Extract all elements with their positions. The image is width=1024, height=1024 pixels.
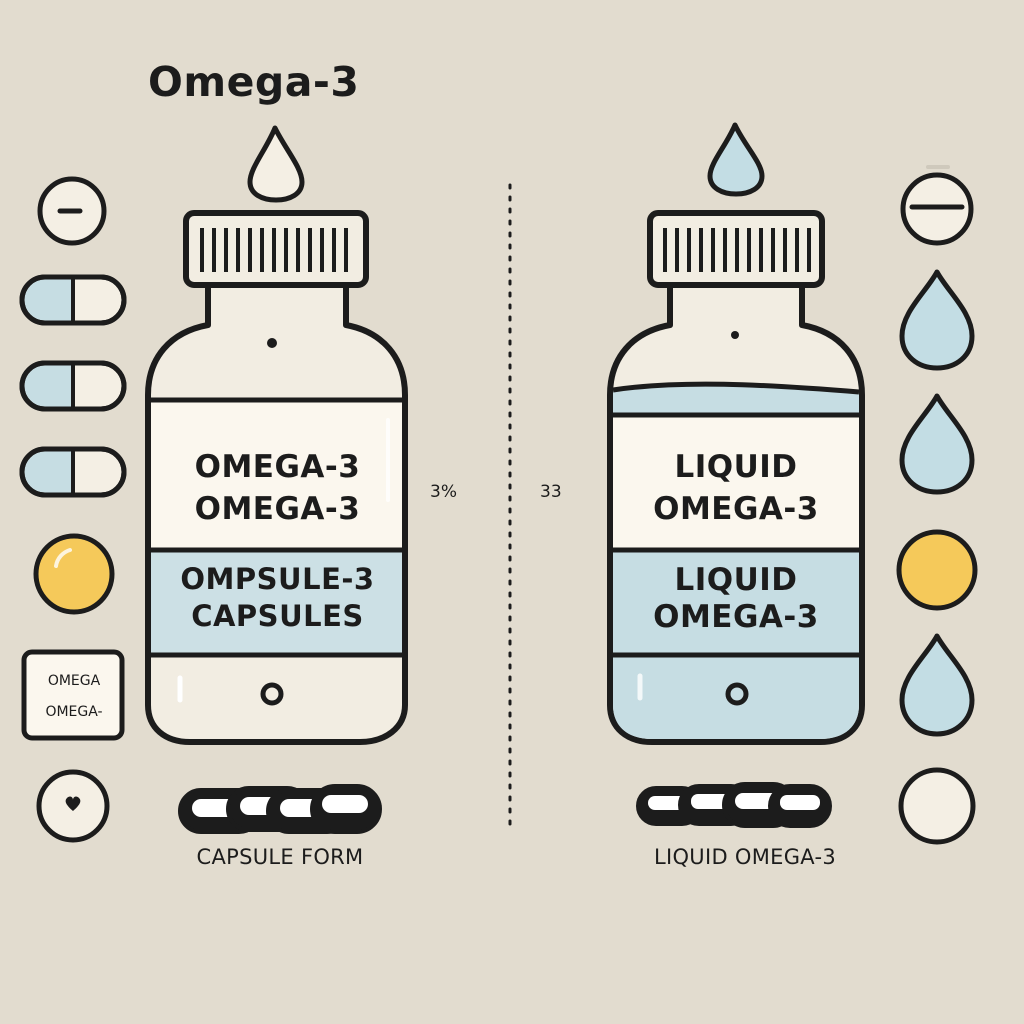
capsule-bottle-ring (260, 682, 284, 706)
capsule-bottle (145, 125, 408, 745)
capsule-icon (19, 360, 127, 412)
label-box-line-2: OMEGA- (45, 704, 103, 720)
capsule-blue-band (151, 550, 402, 655)
softgel-icon (33, 533, 115, 615)
softgel-icon (896, 529, 978, 611)
label-box-line-1: OMEGA (47, 673, 101, 689)
label-box-icon (21, 649, 125, 741)
liquid-label-line-2: OMEGA-3 (653, 491, 819, 527)
capsule-cap-ridges (200, 228, 348, 272)
drop-icon (899, 393, 975, 495)
page-title: Omega-3 (148, 58, 360, 106)
drop-icon (899, 633, 975, 737)
liquid-band-line-1: LIQUID (674, 562, 798, 598)
liquid-label-band (613, 415, 859, 550)
capsule-icon (768, 784, 832, 828)
liquid-omega-caption: LIQUID OMEGA-3 (653, 845, 837, 869)
tablet-icon (37, 176, 107, 246)
capsule-label-line-1: OMEGA-3 (194, 449, 361, 485)
capsule-form-caption: CAPSULE FORM (196, 845, 364, 869)
liquid-bottle (607, 122, 865, 745)
drop-icon (899, 269, 975, 371)
capsule-dropper-icon (247, 125, 305, 203)
capsule-icon (310, 784, 382, 834)
liquid-label-line-1: LIQUID (674, 449, 798, 485)
capsule-band-line-2: CAPSULES (191, 599, 364, 633)
capsule-row-right (636, 782, 832, 828)
capsule-bottle-dot (267, 338, 277, 348)
capsule-band-line-1: OMPSULE-3 (180, 562, 375, 596)
left-icon-column (19, 176, 127, 843)
capsule-label-band (151, 400, 402, 550)
capsule-icon (19, 446, 127, 498)
liquid-cap-ridges (663, 228, 811, 272)
liquid-bottle-dot (731, 331, 739, 339)
capsule-row-left (178, 784, 382, 834)
capsule-icon (19, 274, 127, 326)
middle-label-right: 33 (540, 482, 562, 502)
capsule-label-line-2: OMEGA-3 (194, 491, 361, 527)
heart-tablet-icon (36, 769, 110, 843)
plain-tablet-icon (898, 767, 976, 845)
tablet-icon (900, 172, 974, 246)
middle-label-left: 3% (430, 482, 457, 502)
right-icon-column (896, 165, 978, 845)
liquid-bottle-ring (725, 682, 749, 706)
liquid-band-line-2: OMEGA-3 (653, 599, 819, 635)
liquid-dropper-icon (707, 122, 765, 197)
